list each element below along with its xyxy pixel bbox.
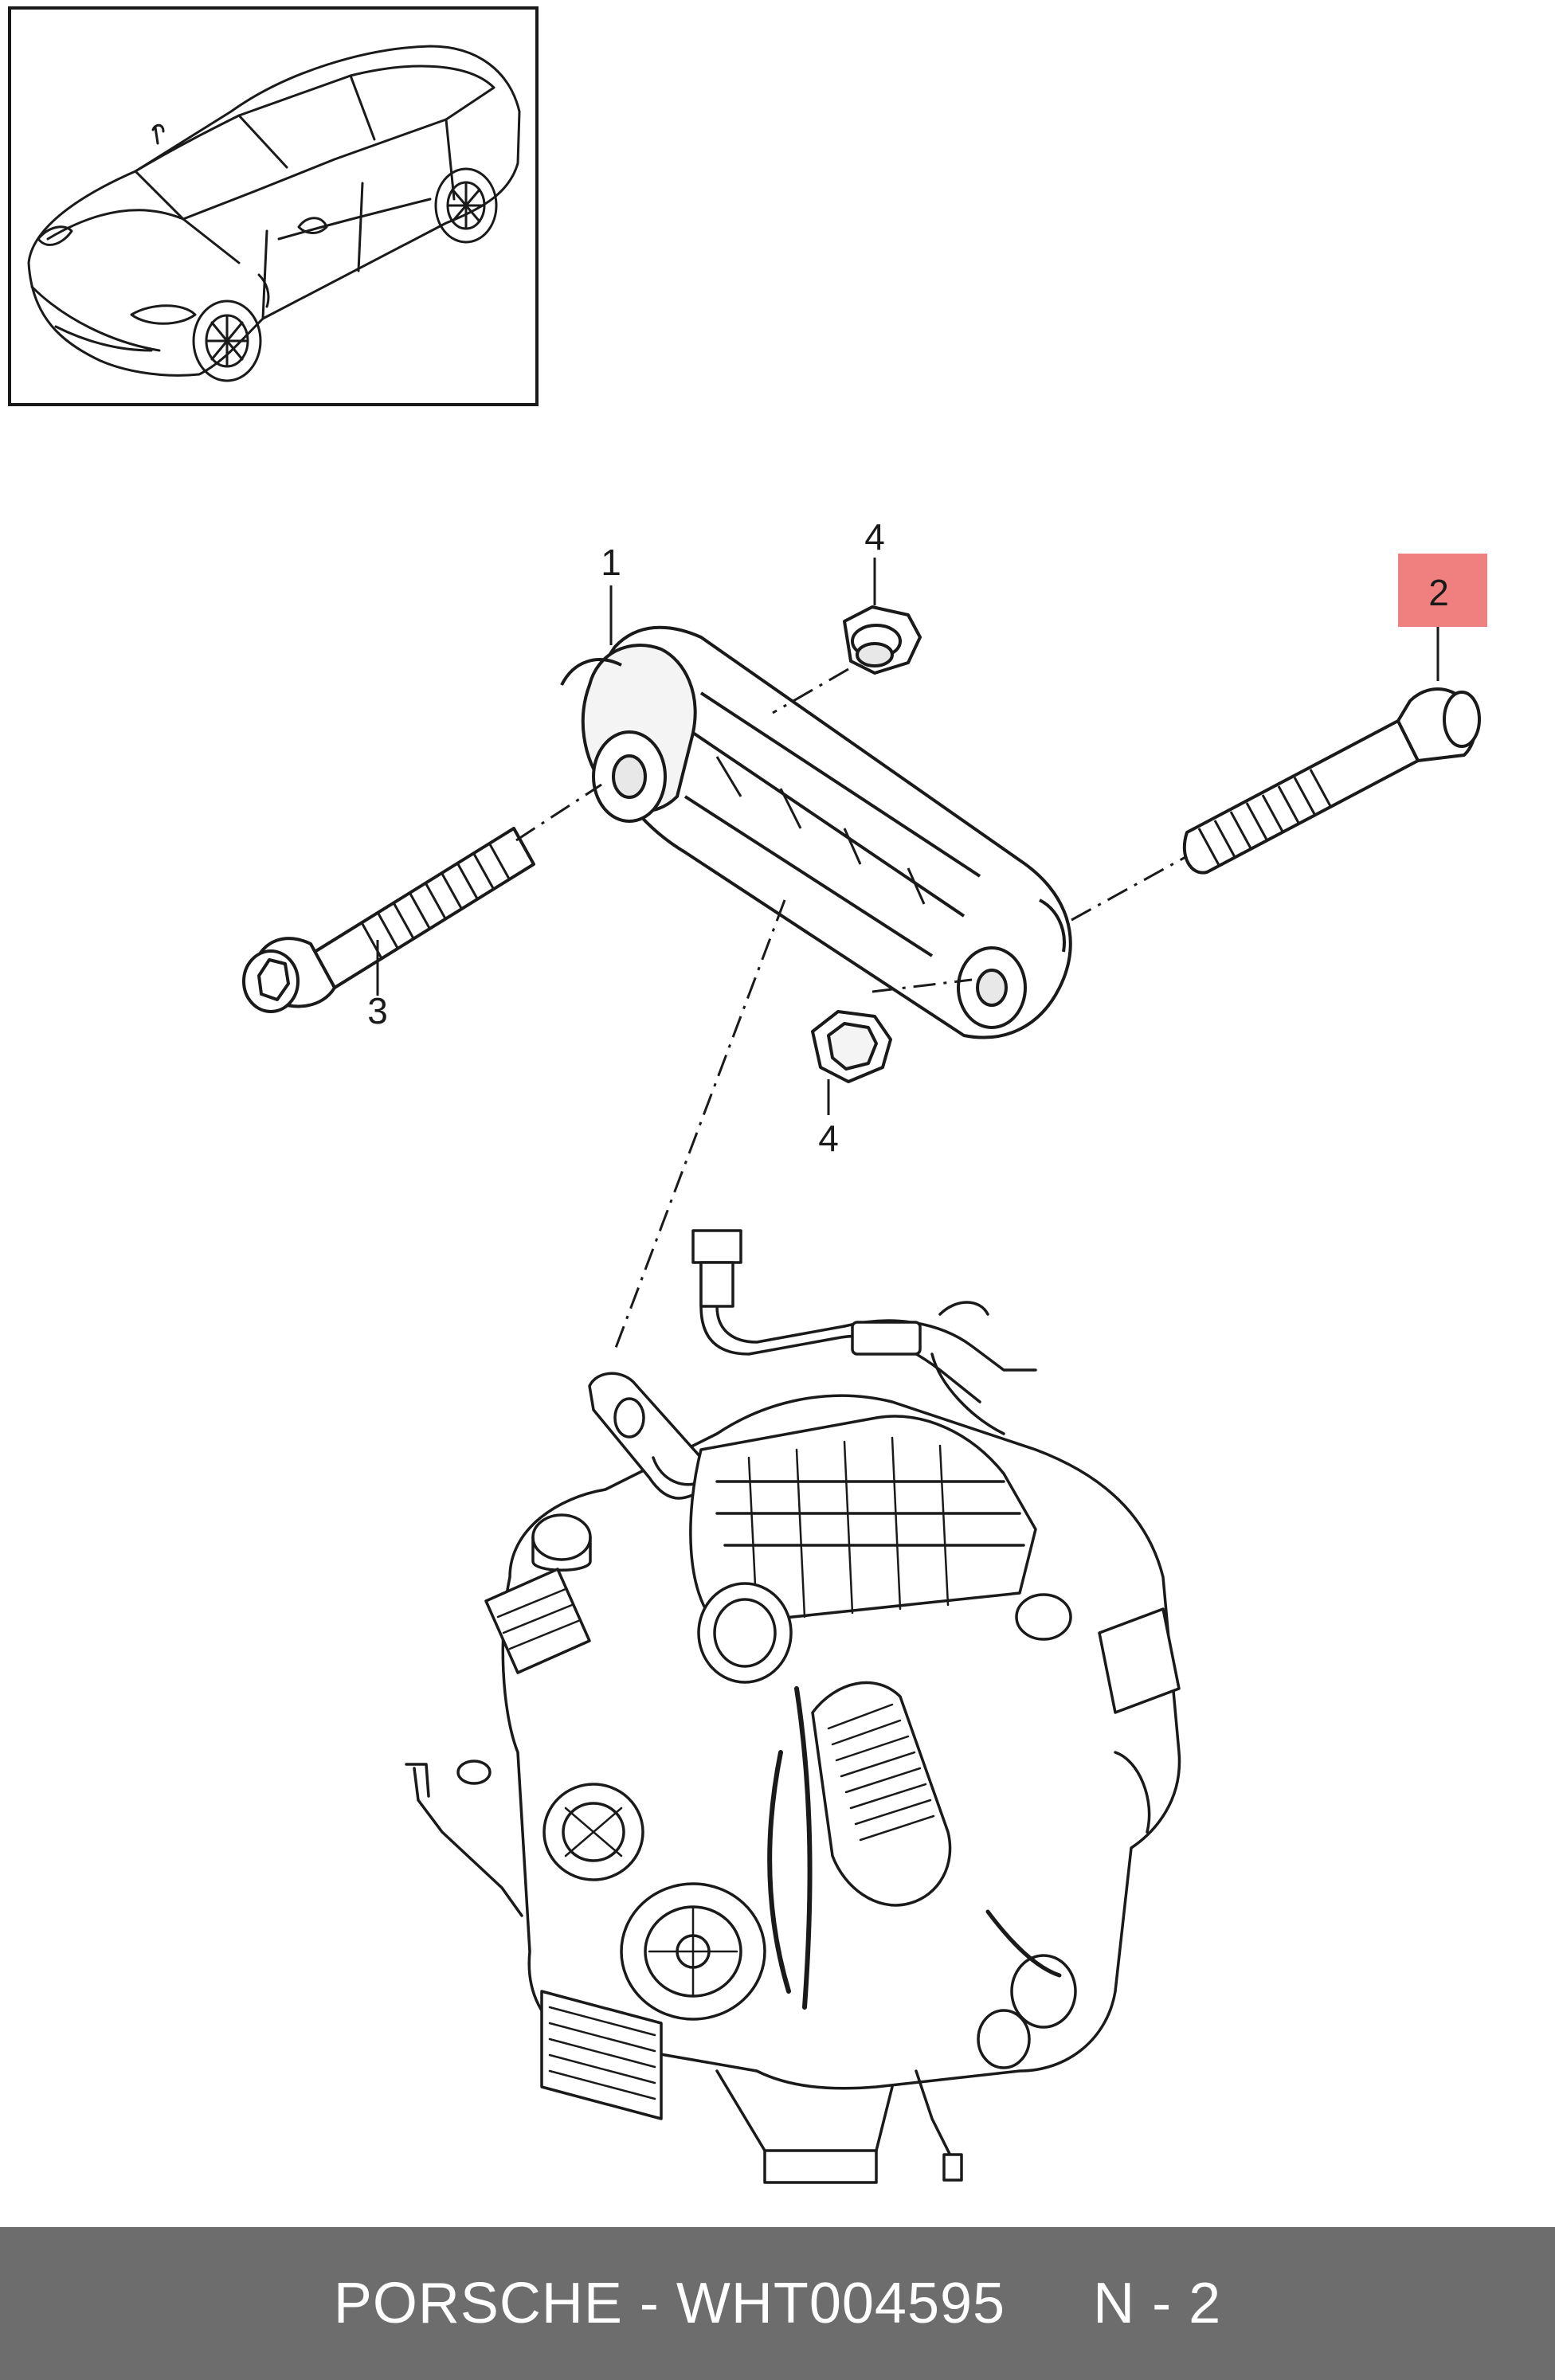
- vehicle-thumbnail: [8, 6, 539, 406]
- part-4-nut-bottom[interactable]: [811, 1010, 892, 1083]
- footer-bar: PORSCHE - WHT004595 N - 2: [0, 2227, 1555, 2380]
- part-1-mounting-bracket[interactable]: [560, 625, 1072, 1039]
- part-2-long-bolt[interactable]: [1182, 687, 1481, 875]
- footer-part-code: PORSCHE - WHT004595: [333, 2272, 1006, 2335]
- assembly-lines: [515, 667, 1188, 1355]
- callout-part-4-top: 4: [864, 516, 885, 558]
- callout-part-4-bottom: 4: [818, 1118, 839, 1159]
- callout-leaders: [376, 558, 1439, 1115]
- part-2-highlight: [1398, 554, 1487, 627]
- part-3-socket-bolt[interactable]: [242, 827, 535, 1013]
- footer-position: N - 2: [1093, 2272, 1222, 2335]
- part-4-nut-top[interactable]: [843, 605, 922, 675]
- engine-assembly: [405, 1229, 1181, 2184]
- callout-part-2: 2: [1428, 572, 1449, 613]
- callout-part-1: 1: [601, 542, 621, 583]
- callout-part-3: 3: [367, 990, 388, 1031]
